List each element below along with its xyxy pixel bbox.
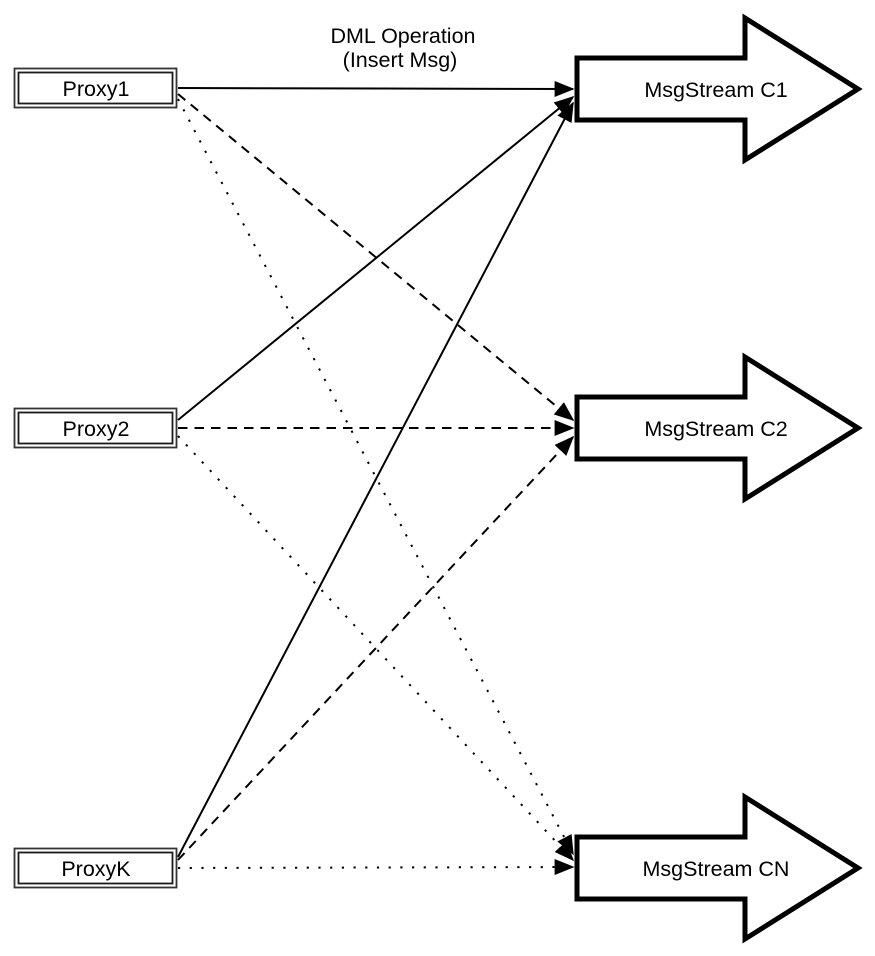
edges-solid-to-c1: [177, 80, 575, 858]
edges-dotted-to-cn: [177, 98, 575, 876]
proxy1-box: [13, 67, 178, 109]
diagram-title-line2: (Insert Msg): [343, 48, 458, 72]
node-proxyk: ProxyK: [13, 847, 178, 889]
msgstream-c2-label: MsgStream C2: [644, 417, 787, 441]
edge-proxyk-to-msgstream-c1: [177, 101, 574, 858]
proxy2-box-inner-line: [17, 411, 174, 445]
proxyk-label: ProxyK: [61, 857, 131, 881]
edge-proxy1-to-msgstream-c2: [177, 93, 575, 422]
msgstream-c1-arrow-shape: [574, 13, 863, 165]
proxy2-box: [13, 407, 178, 449]
node-proxy1: Proxy1: [13, 67, 178, 109]
proxyk-box: [13, 847, 178, 889]
node-msgstream-c2: MsgStream C2: [574, 352, 863, 504]
msgstream-cn-label: MsgStream CN: [643, 857, 790, 881]
edge-proxy1-to-msgstream-c1: [177, 80, 575, 97]
msgstream-cn-arrow-shape: [574, 792, 863, 944]
diagram-title-line1: DML Operation: [331, 24, 476, 48]
proxyk-box-inner-line: [17, 851, 174, 885]
edge-proxyk-to-msgstream-cn: [177, 859, 575, 876]
edge-proxy2-to-msgstream-c1: [177, 95, 575, 421]
node-msgstream-c1: MsgStream C1: [574, 13, 863, 165]
node-proxy2: Proxy2: [13, 407, 178, 449]
msgstream-c2-arrow-shape: [574, 352, 863, 504]
node-msgstream-cn: MsgStream CN: [574, 792, 863, 944]
edge-proxy1-to-msgstream-cn: [177, 98, 574, 856]
proxy1-box-inner-line: [17, 71, 174, 105]
proxy1-label: Proxy1: [63, 77, 130, 101]
msgstream-c1-label: MsgStream C1: [644, 78, 787, 102]
edges-dashed-to-c2: [177, 93, 575, 861]
edge-proxyk-to-msgstream-c2: [177, 435, 575, 861]
proxy2-label: Proxy2: [63, 417, 130, 441]
